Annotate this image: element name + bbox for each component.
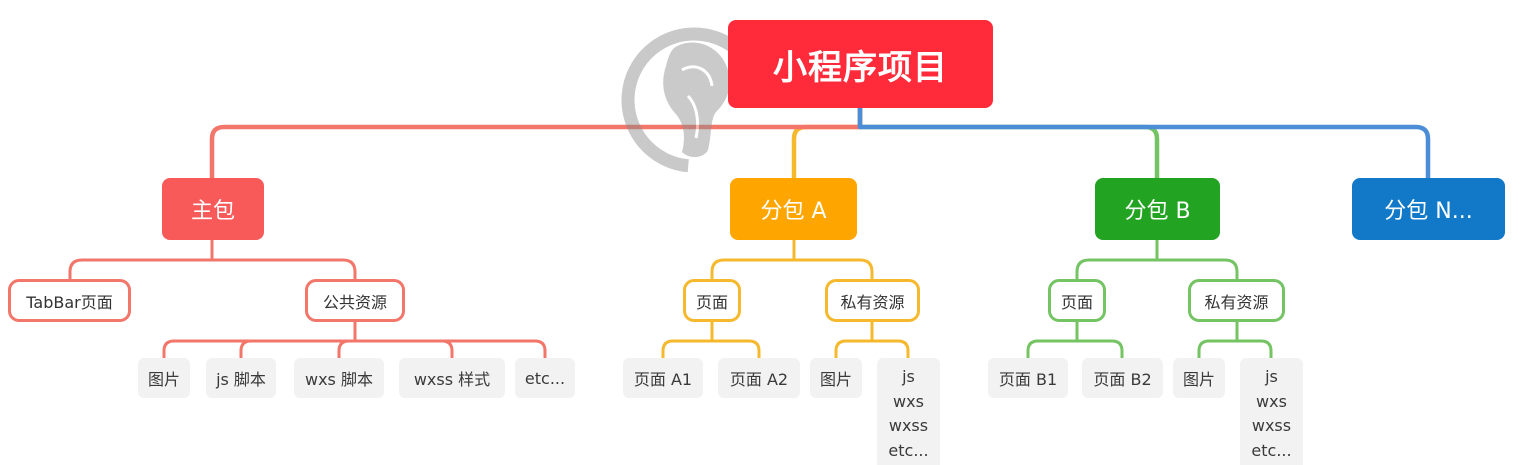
connector-b-pages-to-b1 — [1026, 320, 1079, 360]
connector-b-to-private-resources — [1155, 238, 1239, 281]
connector-root-to-subpackage-a — [791, 105, 863, 181]
leaf-node-page-a2: 页面 A2 — [718, 358, 800, 398]
branch-node-subpackage-b: 分包 B — [1095, 178, 1220, 240]
file-type-label: etc... — [888, 440, 929, 460]
connector-group-subpackage-n — [857, 105, 1431, 181]
file-type-label: js — [902, 367, 915, 386]
connector-public-to-wxs — [337, 320, 357, 360]
connector-b-private-to-files — [1235, 320, 1273, 360]
leaf-node-js-scripts: js 脚本 — [206, 358, 276, 398]
leaf-node-page-b2: 页面 B2 — [1082, 358, 1163, 398]
connector-main-to-public-resources — [210, 238, 357, 281]
connector-root-to-subpackage-n — [857, 105, 1431, 181]
connector-main-to-tabbar-pages — [68, 238, 214, 281]
root-node-mini-program-project: 小程序项目 — [728, 20, 993, 108]
connector-group-subpackage-a — [791, 105, 863, 181]
connector-public-to-js — [239, 320, 357, 360]
connector-b-pages-to-b2 — [1075, 320, 1124, 360]
leaf-node-etc: etc... — [515, 358, 575, 398]
file-type-label: wxs — [893, 391, 924, 411]
leaf-node-file-types-a: js wxs wxss etc... — [877, 358, 940, 465]
branch-node-main-package: 主包 — [162, 178, 264, 240]
file-type-label: js — [1265, 367, 1278, 386]
file-type-label: etc... — [1251, 440, 1292, 460]
topic-node-pages-a: 页面 — [683, 279, 741, 322]
connector-root-to-main-package — [209, 105, 863, 181]
file-type-label: wxss — [888, 416, 929, 435]
leaf-node-file-types-b: js wxs wxss etc... — [1240, 358, 1303, 465]
topic-node-private-resources-b: 私有资源 — [1188, 279, 1285, 322]
topic-node-public-resources: 公共资源 — [305, 279, 405, 322]
topic-node-private-resources-a: 私有资源 — [825, 279, 920, 322]
leaf-node-images-b: 图片 — [1173, 358, 1225, 398]
leaf-node-wxs-scripts: wxs 脚本 — [294, 358, 384, 398]
connector-public-to-etc — [353, 320, 547, 360]
main-package-subconnectors — [68, 238, 547, 360]
subpackage-a-subconnectors — [661, 238, 910, 360]
connector-root-to-subpackage-b — [857, 105, 1160, 181]
connector-a-pages-to-a1 — [661, 320, 714, 360]
leaf-node-wxss-styles: wxss 样式 — [399, 358, 505, 398]
topic-node-pages-b: 页面 — [1048, 279, 1106, 322]
connector-a-private-to-files — [870, 320, 910, 360]
connector-b-private-to-images — [1197, 320, 1239, 360]
subpackage-b-subconnectors — [1026, 238, 1273, 360]
connector-a-private-to-images — [834, 320, 874, 360]
leaf-node-page-b1: 页面 B1 — [988, 358, 1068, 398]
leaf-node-images: 图片 — [138, 358, 190, 398]
branch-node-subpackage-a: 分包 A — [730, 178, 857, 240]
leaf-node-page-a1: 页面 A1 — [623, 358, 703, 398]
file-type-label: wxss — [1251, 416, 1292, 435]
file-type-label: wxs — [1256, 391, 1287, 411]
connector-b-to-pages — [1075, 238, 1159, 281]
connector-a-pages-to-a2 — [710, 320, 761, 360]
connector-group-subpackage-b — [857, 105, 1160, 181]
connector-a-to-private-resources — [792, 238, 874, 281]
leaf-node-images-a: 图片 — [810, 358, 862, 398]
connector-group-main-package — [209, 105, 863, 181]
connector-public-to-images — [162, 320, 357, 360]
topic-node-tabbar-pages: TabBar页面 — [8, 279, 131, 322]
branch-node-subpackage-n: 分包 N... — [1352, 178, 1505, 240]
connector-a-to-pages — [710, 238, 796, 281]
